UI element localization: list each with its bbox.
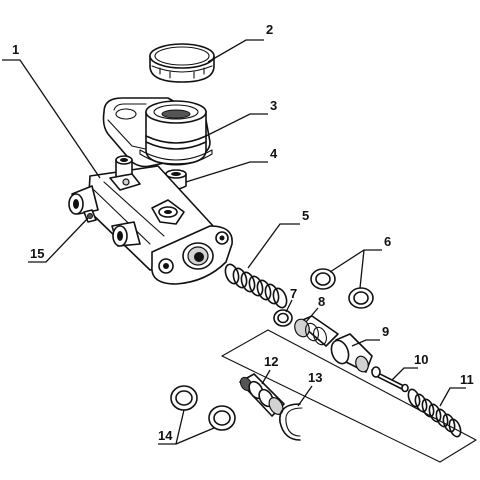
- leader-lines: [2, 39, 466, 445]
- reservoir-body: [102, 97, 213, 168]
- callout-11: 11: [460, 372, 474, 387]
- callout-10: 10: [414, 352, 428, 367]
- primary-piston: [294, 315, 339, 347]
- reservoir-cap: [149, 43, 215, 83]
- primary-return-spring: [224, 263, 288, 309]
- callout-2: 2: [266, 22, 273, 37]
- callout-14: 14: [158, 428, 173, 443]
- assembly-axis-frame: [221, 329, 477, 463]
- push-rod: [371, 366, 409, 393]
- callout-9: 9: [382, 324, 389, 339]
- callout-6: 6: [384, 234, 391, 249]
- callout-5: 5: [302, 208, 309, 223]
- seal-washer-pair-6: [310, 268, 374, 309]
- callout-15: 15: [30, 246, 44, 261]
- callout-8: 8: [318, 294, 325, 309]
- snap-ring: [279, 403, 303, 441]
- callout-13: 13: [308, 370, 322, 385]
- callout-3: 3: [270, 98, 277, 113]
- callout-12: 12: [264, 354, 278, 369]
- secondary-spring: [407, 388, 462, 438]
- secondary-piston: [239, 373, 285, 417]
- callout-4: 4: [270, 146, 278, 161]
- seal-washer-pair-14: [170, 385, 236, 431]
- callout-labels: 1 2 3 4 5 6 7 8 9 10 11 12 13 14 15: [12, 22, 474, 443]
- piston-cup-boot: [330, 333, 373, 373]
- master-cylinder-body: [68, 155, 233, 285]
- callout-1: 1: [12, 42, 19, 57]
- seal-ring-small: [273, 309, 293, 327]
- callout-7: 7: [290, 286, 297, 301]
